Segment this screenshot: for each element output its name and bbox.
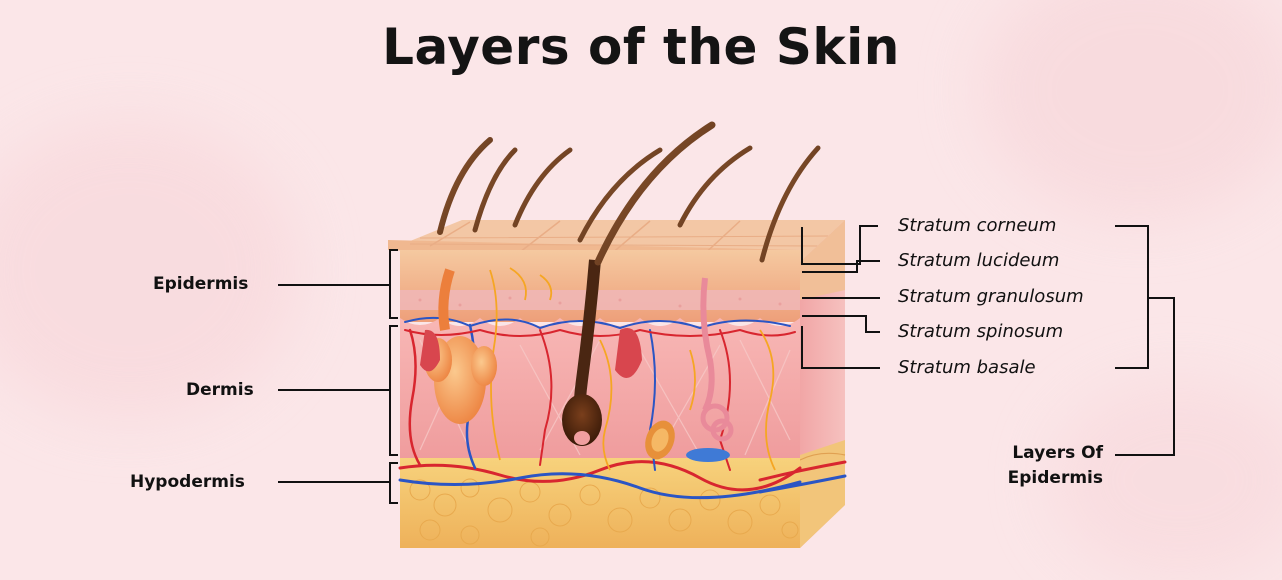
left-brackets	[278, 250, 398, 503]
label-stratum-spinosum: Stratum spinosum	[898, 321, 1063, 342]
label-dermis: Dermis	[186, 380, 254, 400]
skin-side-face	[800, 220, 845, 548]
label-stratum-corneum: Stratum corneum	[898, 215, 1056, 236]
label-layers-of-epidermis: Layers Of Epidermis	[985, 441, 1103, 491]
label-stratum-granulosum: Stratum granulosum	[898, 286, 1084, 307]
label-stratum-lucideum: Stratum lucideum	[898, 250, 1059, 271]
label-hypodermis: Hypodermis	[130, 472, 245, 492]
label-stratum-basale: Stratum basale	[898, 357, 1036, 378]
label-epidermis: Epidermis	[153, 274, 248, 294]
